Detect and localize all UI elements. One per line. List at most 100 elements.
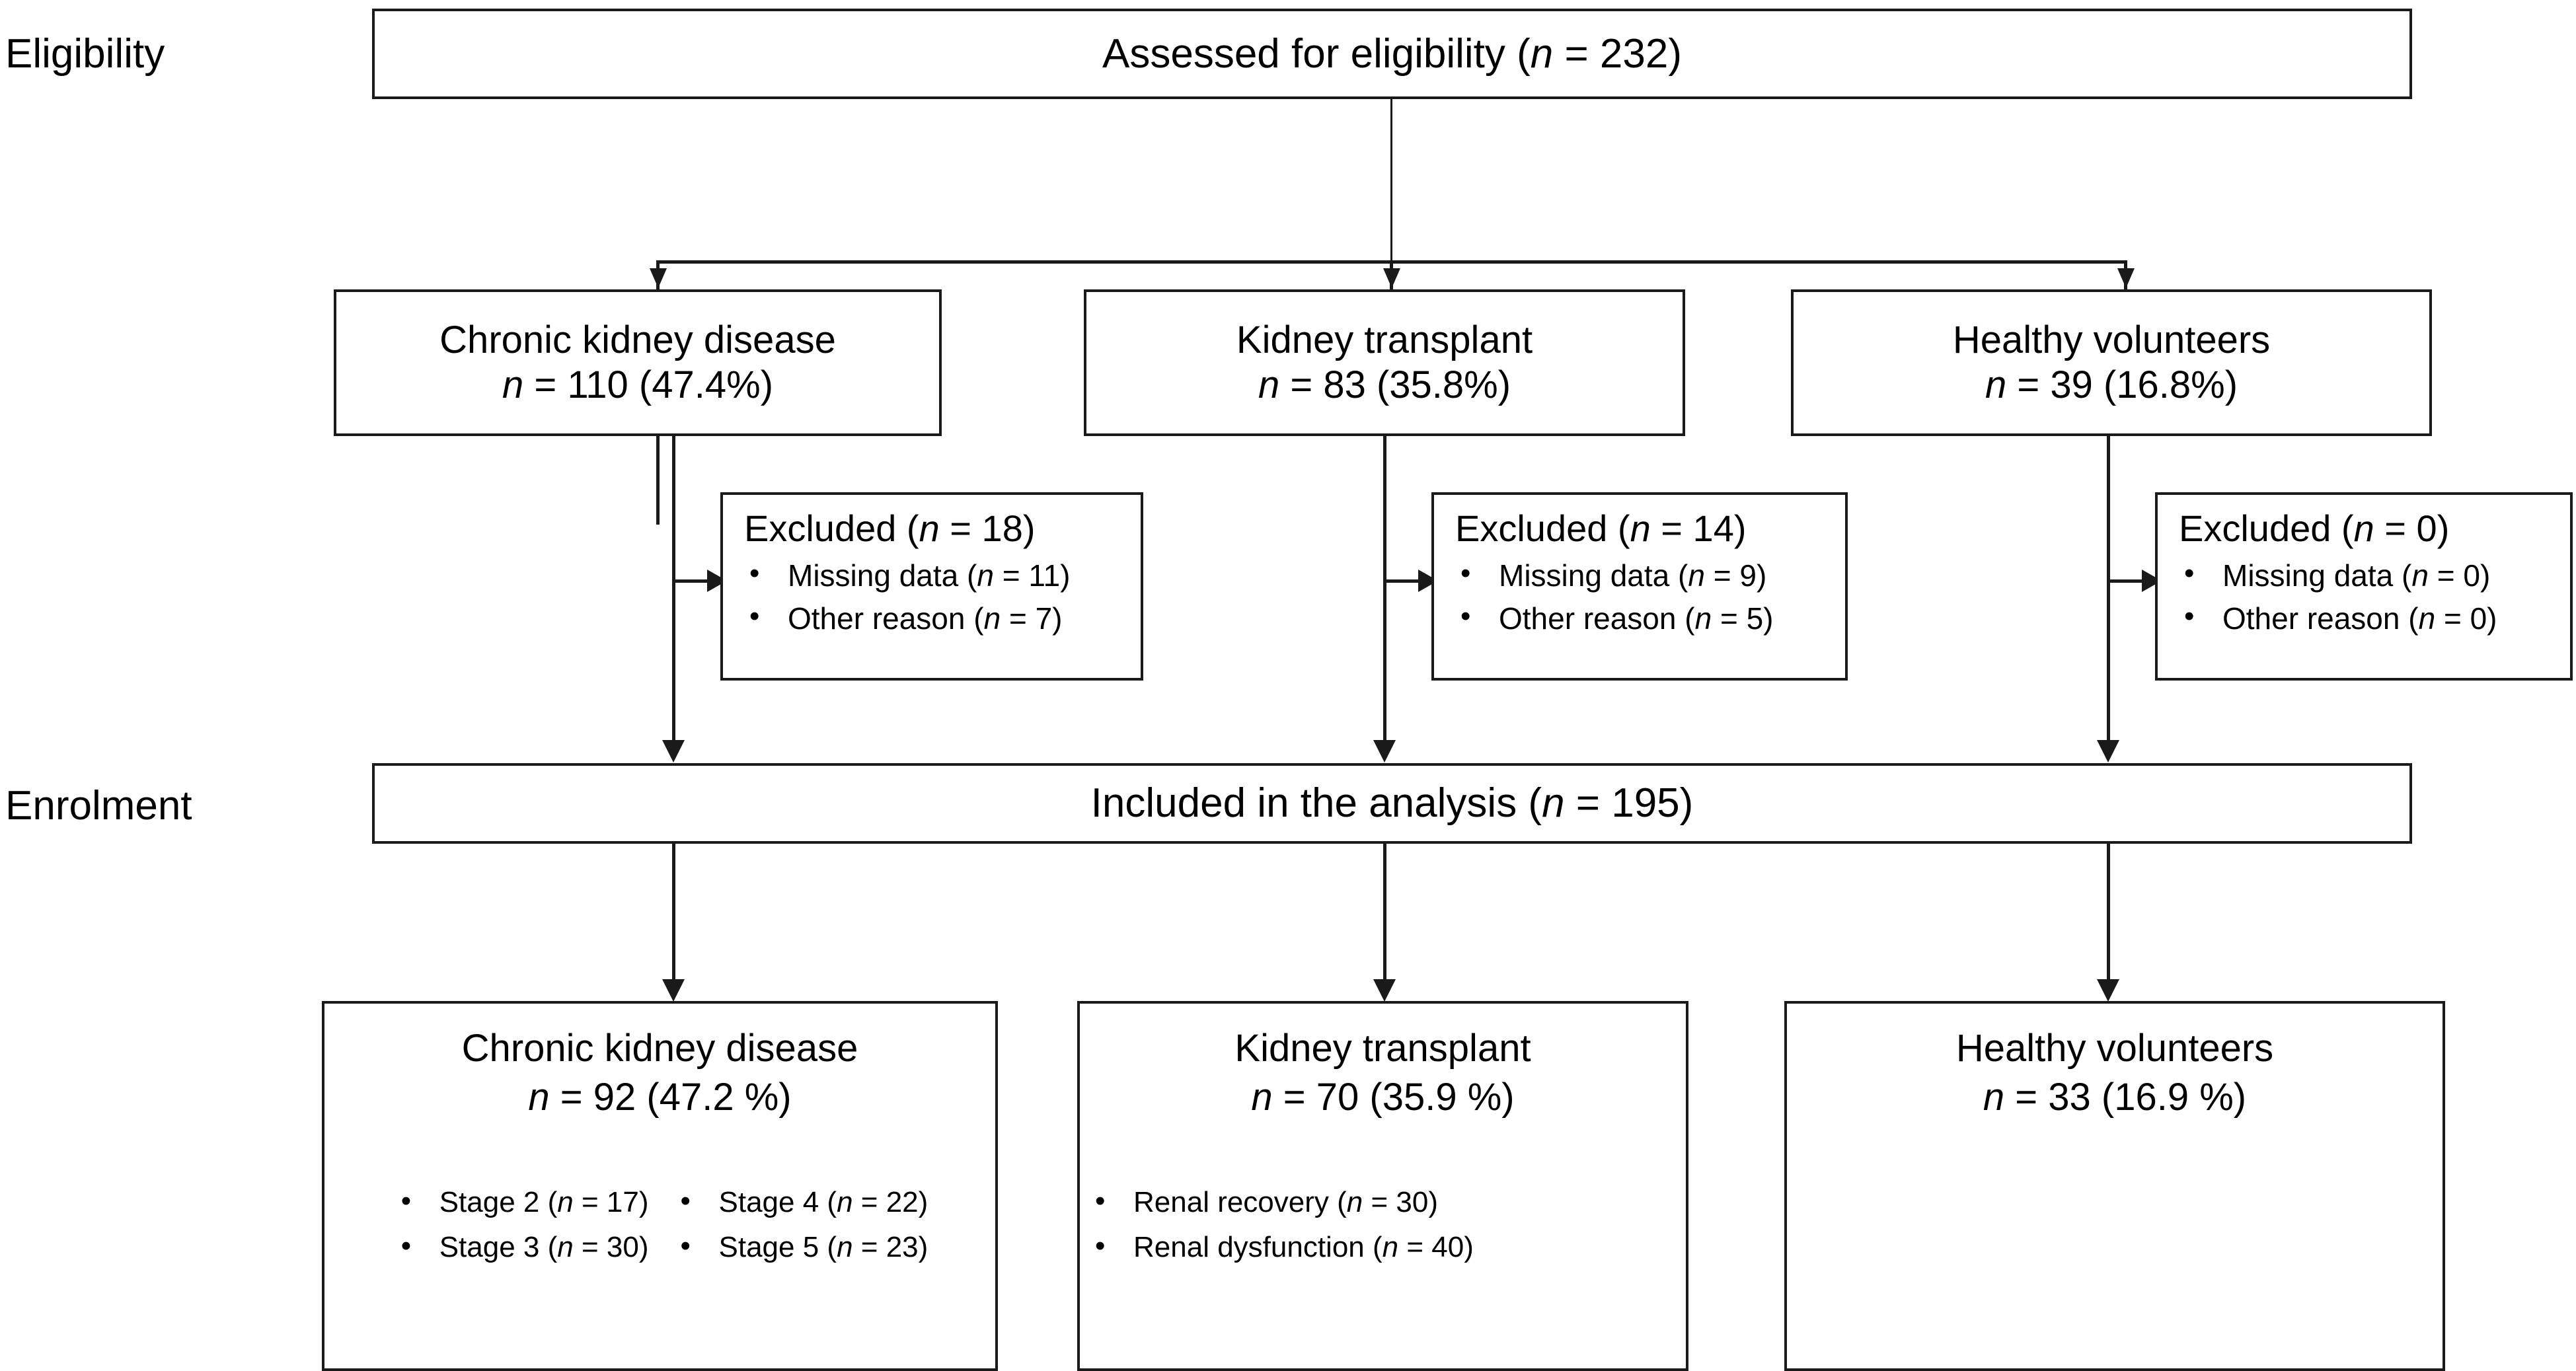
reason-n-symbol: n: [1688, 558, 1705, 593]
final-ckd-count: n = 92 (47.2 %): [528, 1075, 791, 1120]
included-n-symbol: n: [1542, 780, 1565, 827]
stage-label: Stage 3 (: [439, 1231, 558, 1264]
list-item: Other reason (n = 7): [740, 596, 1070, 640]
connector-enrolment-to-kt-final: [1383, 844, 1386, 986]
list-item: Missing data (n = 11): [740, 553, 1071, 597]
reason-label: Missing data (: [1499, 558, 1688, 593]
group-ckd-name: Chronic kidney disease: [439, 318, 836, 361]
stage-n-symbol: n: [837, 1231, 853, 1264]
group-ckd-n-symbol: n: [502, 363, 524, 406]
list-item: Stage 2 (n = 17): [392, 1179, 649, 1225]
excluded-ckd-header: Excluded (n = 18): [740, 507, 1036, 550]
connector-enrolment-to-hv-final: [2107, 844, 2110, 986]
box-group-ckd: Chronic kidney disease n = 110 (47.4%): [334, 289, 942, 436]
included-n-value: = 195): [1564, 780, 1694, 827]
box-final-kt: Kidney transplant n = 70 (35.9 %) Renal …: [1077, 1001, 1688, 1371]
stage-n-symbol: n: [557, 1231, 574, 1264]
reason-value: = 0): [2428, 558, 2491, 593]
excluded-ckd-header-prefix: Excluded (: [744, 507, 919, 549]
box-group-hv: Healthy volunteers n = 39 (16.8%): [1791, 289, 2432, 436]
stage-value: = 22): [852, 1185, 928, 1218]
reason-value: = 7): [1001, 601, 1063, 636]
stub-hv-excluded: [2110, 579, 2142, 583]
reason-n-symbol: n: [2411, 558, 2429, 593]
spine-hv: [2107, 436, 2110, 747]
reason-value: = 5): [1712, 601, 1774, 636]
stage-value: = 30): [573, 1231, 649, 1264]
stage-n-symbol: n: [557, 1185, 574, 1218]
excluded-hv-header-prefix: Excluded (: [2179, 507, 2354, 549]
stub-ckd-excluded: [675, 579, 707, 583]
box-final-ckd: Chronic kidney disease n = 92 (47.2 %) S…: [322, 1001, 998, 1371]
final-hv-count: n = 33 (16.9 %): [1983, 1075, 2246, 1120]
group-kt-count: n = 83 (35.8%): [1258, 363, 1511, 408]
stage-label-eligibility: Eligibility: [5, 31, 165, 77]
excluded-kt-n-symbol: n: [1630, 507, 1651, 549]
outcome-value: = 30): [1363, 1185, 1439, 1218]
outcome-value: = 40): [1398, 1231, 1474, 1264]
reason-n-symbol: n: [2418, 601, 2436, 636]
outcome-label: Renal dysfunction (: [1133, 1231, 1383, 1264]
reason-label: Missing data (: [788, 558, 977, 593]
reason-n-symbol: n: [1694, 601, 1712, 636]
final-kt-n-value: = 70 (35.9 %): [1272, 1076, 1515, 1119]
arrow-kt-into-enrolment: [1373, 740, 1396, 762]
box-group-kt: Kidney transplant n = 83 (35.8%): [1084, 289, 1685, 436]
box-excluded-hv: Excluded (n = 0) Missing data (n = 0) Ot…: [2155, 492, 2573, 681]
stage-n-symbol: n: [837, 1185, 853, 1218]
box-excluded-ckd: Excluded (n = 18) Missing data (n = 11) …: [720, 492, 1143, 681]
group-kt-name: Kidney transplant: [1236, 318, 1533, 361]
final-ckd-stage-columns: Stage 2 (n = 17) Stage 3 (n = 30) Stage …: [392, 1176, 928, 1270]
list-item: Stage 4 (n = 22): [671, 1179, 928, 1225]
stage-label: Stage 4 (: [718, 1185, 837, 1218]
final-ckd-stage-breakdown: Stage 2 (n = 17) Stage 3 (n = 30) Stage …: [324, 1176, 995, 1270]
arrow-ckd-into-enrolment: [662, 740, 685, 762]
group-ckd-n-value: = 110 (47.4%): [523, 363, 774, 406]
outcome-n-symbol: n: [1346, 1185, 1363, 1218]
box-assessed-for-eligibility: Assessed for eligibility (n = 232): [372, 9, 2412, 99]
final-ckd-n-value: = 92 (47.2 %): [549, 1076, 792, 1119]
arrow-into-hv-final: [2097, 979, 2119, 1002]
excluded-hv-reasons: Missing data (n = 0) Other reason (n = 0…: [2175, 553, 2497, 641]
excluded-ckd-reasons: Missing data (n = 11) Other reason (n = …: [740, 553, 1071, 641]
included-label: Included in the analysis (n = 195): [1091, 779, 1694, 827]
excluded-hv-header-suffix: = 0): [2374, 507, 2450, 549]
reason-n-symbol: n: [977, 558, 994, 593]
stage-value: = 17): [573, 1185, 649, 1218]
connector-assessed-trunk: [1390, 99, 1392, 262]
list-item: Other reason (n = 0): [2175, 596, 2497, 640]
included-text: Included in the analysis (: [1090, 780, 1542, 827]
spine-ckd: [672, 436, 675, 747]
excluded-hv-n-symbol: n: [2353, 507, 2374, 549]
excluded-kt-header-prefix: Excluded (: [1455, 507, 1630, 549]
box-excluded-kt: Excluded (n = 14) Missing data (n = 9) O…: [1431, 492, 1848, 681]
arrow-into-kt-box: [1383, 268, 1400, 288]
reason-value: = 11): [993, 558, 1071, 593]
arrow-into-ckd-final: [662, 979, 685, 1002]
spine-kt: [1383, 436, 1386, 747]
final-kt-count: n = 70 (35.9 %): [1251, 1075, 1514, 1120]
arrow-into-hv-box: [2117, 268, 2135, 288]
excluded-ckd-n-symbol: n: [919, 507, 940, 549]
group-ckd-count: n = 110 (47.4%): [502, 363, 773, 408]
reason-label: Other reason (: [788, 601, 984, 636]
reason-value: = 0): [2435, 601, 2497, 636]
arrow-into-kt-final: [1373, 979, 1396, 1002]
final-hv-n-symbol: n: [1983, 1076, 2005, 1119]
list-item: Renal dysfunction (n = 40): [1086, 1224, 1474, 1270]
list-item: Stage 5 (n = 23): [671, 1224, 928, 1270]
excluded-hv-header: Excluded (n = 0): [2175, 507, 2449, 550]
list-item: Other reason (n = 5): [1451, 596, 1774, 640]
final-kt-n-symbol: n: [1251, 1076, 1273, 1119]
group-hv-count: n = 39 (16.8%): [1985, 363, 2238, 408]
outcome-n-symbol: n: [1382, 1231, 1399, 1264]
outcome-label: Renal recovery (: [1133, 1185, 1347, 1218]
arrow-hv-into-enrolment: [2097, 740, 2119, 762]
assessed-n-symbol: n: [1530, 30, 1554, 77]
reason-value: = 9): [1704, 558, 1767, 593]
list-item: Renal recovery (n = 30): [1086, 1179, 1474, 1225]
final-ckd-n-symbol: n: [528, 1076, 550, 1119]
group-kt-n-value: = 83 (35.8%): [1279, 363, 1511, 406]
excluded-kt-header: Excluded (n = 14): [1451, 507, 1747, 550]
